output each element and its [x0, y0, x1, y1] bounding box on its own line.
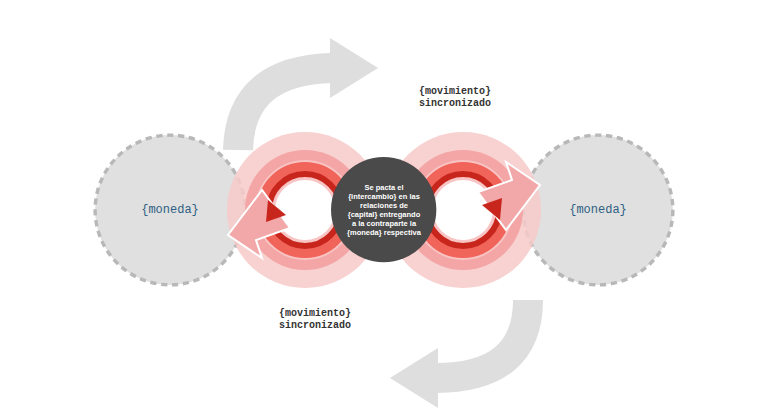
motion-label: {movimiento} sincronizado: [273, 308, 357, 333]
currency-label: {moneda}: [141, 203, 199, 217]
top-arrow-head: [330, 38, 378, 98]
circle-shape: [331, 157, 436, 262]
circle-shape: [95, 135, 245, 285]
circle-shape: [523, 135, 673, 285]
exchange-circle: Se pacta el {intercambio} en las relacio…: [331, 157, 436, 262]
exchange-text: Se pacta el {intercambio} en las relacio…: [345, 183, 423, 238]
top-curved-arrow: [238, 68, 332, 150]
bottom-arrow-head: [390, 348, 438, 408]
currency-label: {moneda}: [569, 203, 627, 217]
bottom-curved-arrow: [436, 300, 528, 378]
motion-label: {movimiento} sincronizado: [413, 86, 497, 111]
currency-circle: {moneda}: [92, 132, 248, 288]
currency-circle: {moneda}: [520, 132, 676, 288]
